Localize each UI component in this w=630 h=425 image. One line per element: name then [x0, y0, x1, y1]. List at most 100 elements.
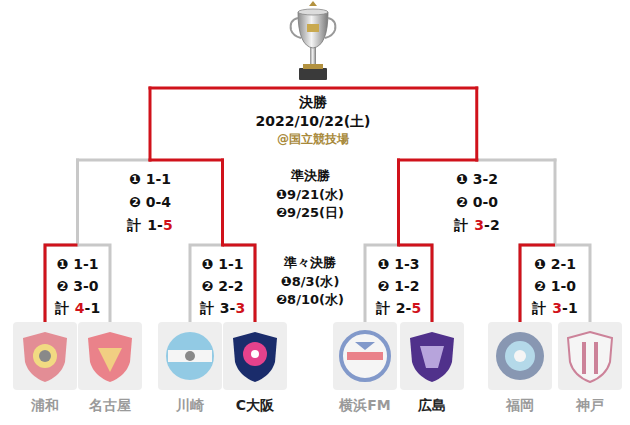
label-text: ❶ 1-1	[129, 171, 171, 187]
text-line: ❷8/10(水)	[276, 291, 344, 308]
team-name: 広島	[398, 396, 466, 414]
text-line: ❶ 3-2	[456, 170, 498, 188]
bracket-connector	[520, 245, 590, 322]
emblem-shape	[39, 350, 51, 362]
emblem-shape	[496, 332, 544, 380]
winning-score: 3	[552, 300, 562, 316]
text-line: ❶ 1-1	[129, 170, 171, 188]
text-line: 準々決勝	[284, 254, 336, 271]
winning-score: 3	[474, 217, 484, 233]
label-text: ❷ 1-2	[377, 278, 419, 294]
emblem-shape	[410, 332, 454, 382]
text-line: @国立競技場	[277, 131, 349, 147]
bracket-line	[149, 88, 152, 160]
team-name: 福岡	[486, 396, 554, 414]
emblem-shape	[243, 342, 267, 366]
team-node: 神戸	[556, 322, 624, 414]
team-logo	[78, 322, 142, 390]
emblem-shape	[514, 350, 526, 362]
text-line: ❶9/21(水)	[276, 186, 344, 203]
text-line: 計1-5	[127, 216, 172, 234]
team-node: 川崎	[156, 322, 224, 414]
label-text: 準決勝	[291, 168, 330, 183]
team-emblem	[17, 328, 73, 384]
label-text: 計	[376, 300, 390, 316]
emblem-shape	[168, 350, 212, 362]
text-line: ❷ 1-0	[534, 277, 576, 295]
text-line: 計3-1	[532, 299, 577, 317]
label-text: ❶ 2-1	[534, 256, 576, 272]
bracket-line	[477, 159, 555, 162]
team-node: C大阪	[221, 322, 289, 414]
emblem-shape	[505, 341, 535, 371]
bracket-line	[76, 160, 79, 245]
team-name: 横浜FM	[331, 396, 399, 414]
team-logo	[400, 322, 464, 390]
label-text: 2-	[396, 300, 412, 316]
text-line: 計 3-3	[200, 299, 245, 317]
team-logo	[333, 322, 397, 390]
text-line: 計4-1	[55, 299, 100, 317]
team-name: C大阪	[221, 396, 289, 414]
text-line: 計3-2	[454, 216, 499, 234]
team-node: 浦和	[11, 322, 79, 414]
winning-score: 4	[75, 300, 85, 316]
emblem-shape	[594, 342, 598, 374]
team-emblem	[82, 328, 138, 384]
text-line: ❷ 1-2	[377, 277, 419, 295]
team-name: 名古屋	[76, 396, 144, 414]
label-text: ❶ 1-1	[56, 256, 98, 272]
text-line: 計 2-5	[376, 299, 421, 317]
label-text: ❷9/25(日)	[276, 205, 344, 220]
text-line: ❶ 1-3	[377, 255, 419, 273]
label-text: 1-	[147, 217, 163, 233]
bracket-line	[399, 159, 477, 162]
text-line: ❶8/3(水)	[281, 273, 340, 290]
text-line: ❷ 0-4	[129, 193, 171, 211]
label-text: @国立競技場	[277, 132, 349, 146]
bracket-line	[150, 87, 477, 90]
emblem-shape	[355, 342, 375, 350]
label-text: -2	[484, 217, 500, 233]
label-text: ❷ 1-0	[534, 278, 576, 294]
emblem-shape	[347, 352, 383, 360]
emblem-shape	[33, 344, 57, 368]
team-name: 浦和	[11, 396, 79, 414]
emblem-shape	[88, 332, 132, 382]
label-text: 計	[55, 300, 69, 316]
emblem-shape	[98, 348, 122, 372]
bracket-line	[150, 159, 223, 162]
team-emblem	[162, 328, 218, 384]
text-line: ❷ 0-0	[456, 193, 498, 211]
team-emblem	[492, 328, 548, 384]
label-text: ❷8/10(水)	[276, 292, 344, 307]
emblem-shape	[166, 332, 214, 380]
label-text: ❶ 1-3	[377, 256, 419, 272]
team-logo	[488, 322, 552, 390]
label-text: ❶ 1-1	[201, 256, 243, 272]
team-node: 横浜FM	[331, 322, 399, 414]
text-line: 2022/10/22(土)	[256, 112, 371, 130]
text-line: ❷ 3-0	[56, 277, 98, 295]
label-text: 計	[200, 300, 214, 316]
winning-score: 5	[411, 300, 421, 316]
label-text: ❷ 3-0	[56, 278, 98, 294]
text-line: ❶ 1-1	[201, 255, 243, 273]
emblem-shape	[420, 346, 444, 368]
winning-score: 3	[235, 300, 245, 316]
winning-score: 5	[163, 217, 173, 233]
team-logo	[223, 322, 287, 390]
bracket-connector	[190, 245, 255, 322]
team-node: 福岡	[486, 322, 554, 414]
label-text: 3-	[220, 300, 236, 316]
team-logo	[158, 322, 222, 390]
text-line: ❶ 1-1	[56, 255, 98, 273]
bracket-line	[475, 88, 478, 160]
label-text: ❷ 2-2	[201, 278, 243, 294]
label-text: 計	[454, 217, 468, 233]
emblem-shape	[233, 332, 277, 382]
bracket-line	[221, 160, 224, 245]
label-text: 計	[532, 300, 546, 316]
team-emblem	[337, 328, 393, 384]
